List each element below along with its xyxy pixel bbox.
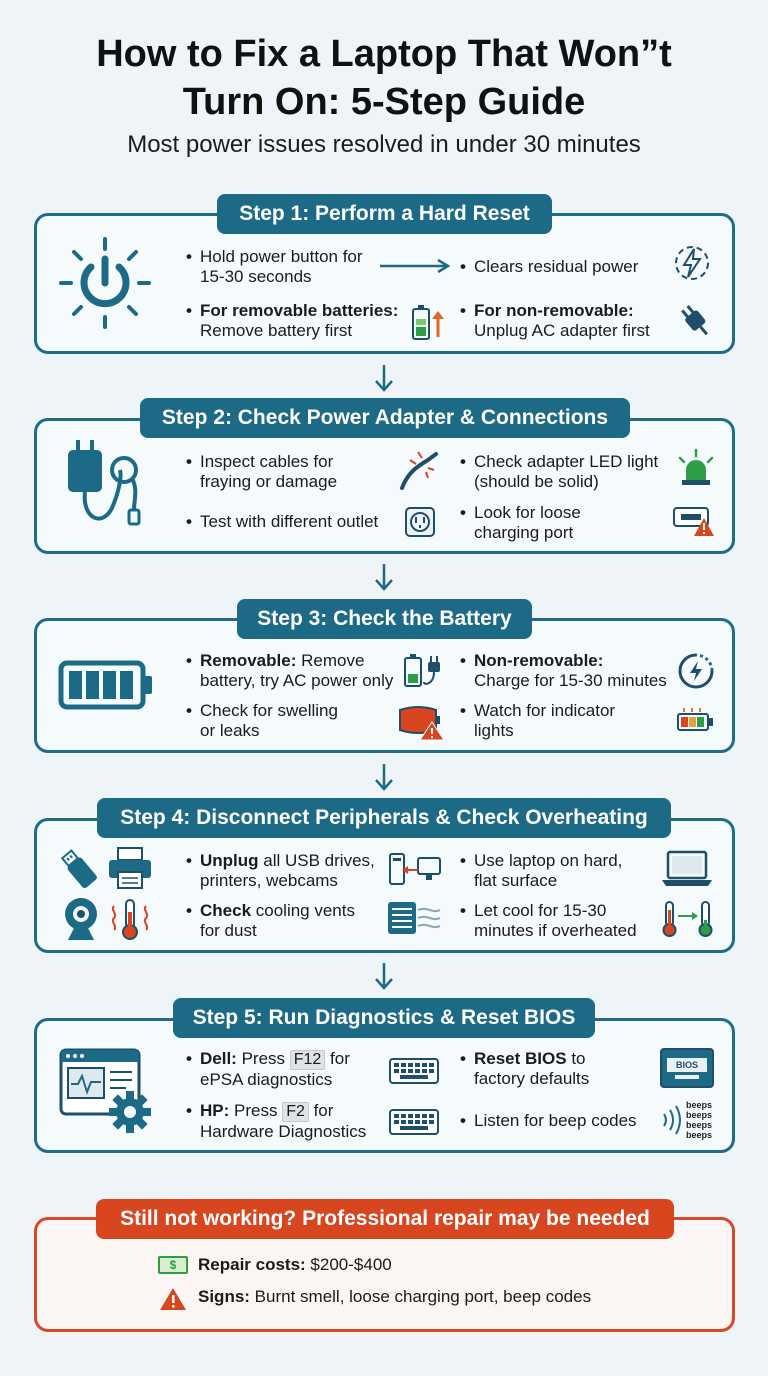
step-1-item-clears-power: Clears residual power: [460, 257, 638, 277]
down-arrow-icon: [375, 764, 393, 791]
beep-labels: beeps beeps beeps beeps: [686, 1100, 713, 1140]
swollen-battery-icon: [399, 706, 445, 741]
led-light-icon: [678, 448, 714, 485]
frayed-cable-icon: [400, 451, 438, 490]
down-arrow-icon: [375, 963, 393, 990]
laptop-icon: [662, 850, 712, 886]
power-adapter-icon: [68, 440, 141, 526]
step-5-title: Step 5: Run Diagnostics & Reset BIOS: [173, 998, 595, 1038]
step-1-item-removable: For removable batteries:Remove battery f…: [186, 301, 398, 341]
repair-costs-line: Repair costs: $200-$400: [198, 1255, 392, 1274]
electric-discharge-icon: [675, 246, 709, 280]
unplug-icon: [681, 305, 709, 336]
step-5-item-dell: Dell: Press F12 for ePSA diagnostics: [186, 1049, 350, 1090]
usb-drive-icon: [60, 849, 97, 889]
step-5-item-hp: HP: Press F2 for Hardware Diagnostics: [186, 1101, 366, 1142]
battery-remove-icon: [412, 305, 444, 340]
step-2-item-outlet: Test with different outlet: [186, 512, 378, 532]
cooling-vent-icon: [388, 902, 441, 934]
keyboard-icon: [389, 1109, 439, 1135]
step-4-item-unplug: Unplug all USB drives,printers, webcams: [186, 851, 375, 891]
warning-icon: [160, 1288, 186, 1310]
power-button-icon: [59, 237, 151, 329]
step-2-title: Step 2: Check Power Adapter & Connection…: [140, 398, 630, 438]
down-arrow-icon: [375, 564, 393, 591]
battery-indicator-icon: [677, 708, 713, 731]
step-4-title: Step 4: Disconnect Peripherals & Check O…: [97, 798, 671, 838]
sound-waves-icon: [663, 1105, 681, 1135]
step-1-title: Step 1: Perform a Hard Reset: [217, 194, 552, 234]
f12-key: F12: [289, 1050, 326, 1070]
f2-key: F2: [282, 1102, 309, 1122]
thermometer-hot-icon: [111, 899, 149, 940]
charging-timer-icon: [678, 653, 714, 689]
step-2-item-adapter-led: Check adapter LED light(should be solid): [460, 452, 658, 492]
wall-outlet-icon: [405, 507, 435, 537]
page-subtitle: Most power issues resolved in under 30 m…: [127, 131, 641, 158]
signs-line: Signs: Burnt smell, loose charging port,…: [198, 1287, 592, 1306]
webcam-icon: [65, 898, 97, 940]
right-arrow-icon: [380, 258, 451, 274]
page-title: How to Fix a Laptop That Won”t Turn On: …: [96, 33, 672, 123]
step-5-item-beep-codes: Listen for beep codes: [460, 1111, 637, 1131]
step-1-item-non-removable: For non-removable:Unplug AC adapter firs…: [460, 301, 650, 341]
battery-plug-icon: [404, 654, 440, 687]
bios-screen-icon: BIOS: [660, 1048, 714, 1088]
disconnect-device-icon: [389, 853, 441, 885]
warning-title: Still not working? Professional repair m…: [96, 1199, 674, 1239]
step-3-title: Step 3: Check the Battery: [237, 599, 532, 639]
temperature-drop-icon: [662, 901, 713, 937]
money-icon: $: [158, 1256, 188, 1274]
keyboard-icon: [389, 1058, 439, 1084]
step-3-item-non-removable: Non-removable:Charge for 15-30 minutes: [460, 651, 667, 691]
diagnostics-settings-icon: [59, 1048, 151, 1133]
printer-icon: [109, 847, 151, 889]
full-battery-icon: [58, 660, 152, 710]
charging-port-warning-icon: [673, 507, 714, 536]
step-4-item-hard-surface: Use laptop on hard,flat surface: [460, 851, 622, 891]
down-arrow-icon: [375, 365, 393, 392]
